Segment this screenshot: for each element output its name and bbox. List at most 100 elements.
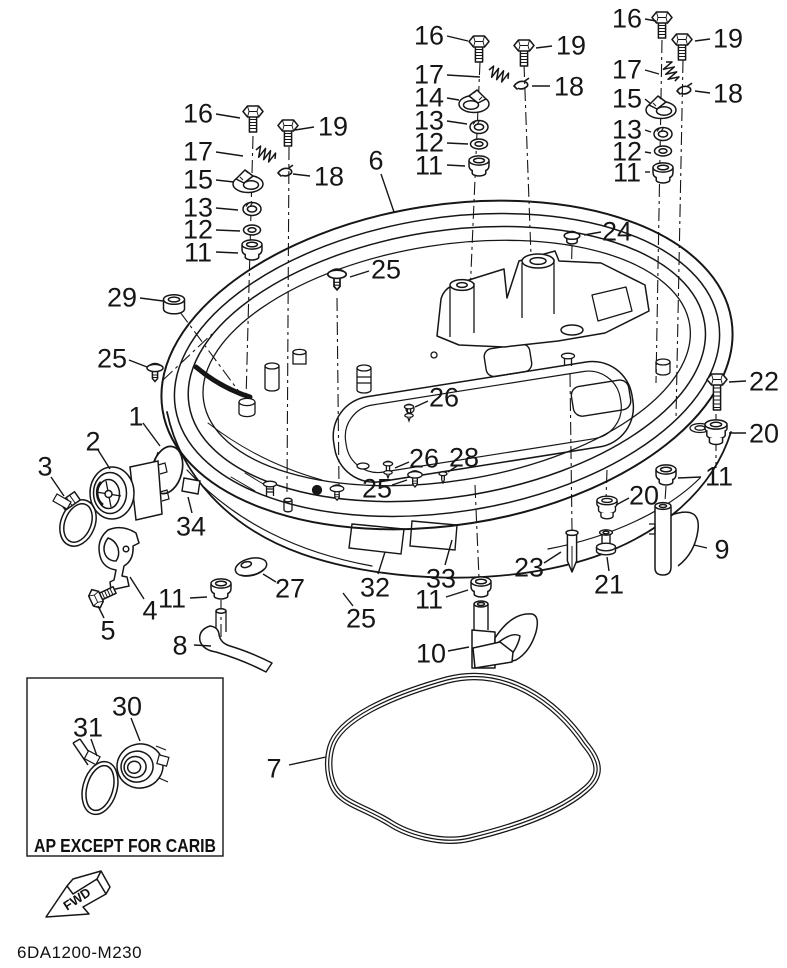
callout-23: 23 (514, 553, 544, 583)
callout-17: 17 (612, 55, 642, 85)
washer-icon (242, 224, 262, 236)
leader-line-30 (130, 717, 141, 742)
callout-10: 10 (416, 639, 446, 669)
callout-31: 31 (73, 713, 103, 743)
callout-12: 12 (414, 128, 444, 158)
callout-26: 26 (429, 383, 459, 413)
callout-16: 16 (183, 99, 213, 129)
lock-washer-icon (469, 119, 489, 135)
callout-5: 5 (100, 616, 115, 646)
leader-line-16 (644, 18, 657, 22)
callout-4: 4 (142, 596, 157, 626)
leader-line-17 (644, 69, 660, 75)
hex-bolt-icon (242, 105, 264, 133)
leader-line-23 (543, 551, 562, 564)
leader-line-28 (447, 465, 458, 473)
callout-9: 9 (714, 535, 729, 565)
hook-lever-icon (232, 169, 264, 194)
leader-line-22 (728, 380, 747, 383)
leader-line-11 (445, 589, 469, 598)
part-code: 6DA1200-M230 (17, 943, 142, 962)
leader-line-7 (288, 756, 327, 766)
callout-34: 34 (176, 512, 206, 542)
leader-line-21 (606, 556, 610, 572)
deck-bosses (238, 348, 711, 513)
callout-16: 16 (612, 4, 642, 34)
callout-19: 19 (556, 31, 586, 61)
callout-11: 11 (184, 238, 212, 268)
leader-line-25 (391, 479, 408, 486)
hex-bolt-icon (513, 39, 535, 67)
leader-line-32 (377, 551, 386, 575)
clip-icon (277, 164, 294, 177)
part-34-tab (181, 477, 201, 495)
part-31-clamp (72, 738, 119, 816)
part-3-hose-clamp (52, 490, 97, 547)
callout-11: 11 (613, 158, 641, 188)
screw-icon (326, 268, 348, 291)
leader-line-19 (535, 45, 553, 49)
leader-line-5 (97, 605, 105, 619)
hook-lever-icon (645, 95, 677, 120)
part-10-clamp-lever (471, 600, 539, 669)
callout-14: 14 (414, 83, 444, 113)
leader-line-20 (615, 497, 630, 506)
callout-15: 15 (612, 84, 642, 114)
leader-line-12 (446, 142, 469, 145)
part-9-latch-hook (649, 501, 699, 576)
leader-line-33 (444, 539, 453, 566)
grommet-icon (162, 293, 186, 315)
leader-line-26 (414, 400, 429, 408)
callout-13: 13 (612, 115, 642, 145)
leader-line-11 (215, 251, 239, 254)
callout-2: 2 (85, 427, 100, 457)
washer-icon (469, 138, 489, 150)
engine-bracket (436, 250, 650, 348)
hex-bolt-icon (468, 35, 490, 63)
part-30-sleeve (116, 743, 170, 789)
leader-line-1 (142, 422, 161, 447)
grommet-icon (210, 578, 232, 600)
callout-29: 29 (107, 283, 137, 313)
callout-11: 11 (415, 151, 443, 181)
leader-line-25 (128, 359, 148, 368)
callout-15: 15 (183, 165, 213, 195)
callout-24: 24 (602, 217, 632, 247)
grommet-icon (652, 162, 674, 184)
leader-line-29 (139, 297, 164, 302)
hex-bolt-icon (706, 373, 728, 411)
callout-13: 13 (414, 106, 444, 136)
leader-line-14 (446, 97, 460, 101)
hex-bolt-icon (651, 11, 673, 39)
part-4-bracket (98, 526, 140, 591)
clip-icon (513, 77, 530, 90)
callout-11: 11 (415, 585, 443, 615)
inset-box (26, 677, 224, 857)
callout-12: 12 (612, 137, 642, 167)
leader-line-9 (693, 544, 708, 549)
leader-line-15 (644, 98, 652, 105)
callout-18: 18 (713, 79, 743, 109)
clip-icon (676, 82, 693, 95)
callout-11: 11 (158, 584, 186, 614)
part-27-plug (234, 557, 268, 577)
callout-7: 7 (266, 754, 281, 784)
callout-19: 19 (318, 112, 348, 142)
leader-line-13 (215, 207, 239, 211)
callout-19: 19 (713, 24, 743, 54)
leader-line-18 (694, 90, 711, 94)
callout-3: 3 (37, 452, 52, 482)
callout-32: 32 (360, 573, 390, 603)
leader-line-11 (677, 476, 702, 479)
bushing-icon (595, 529, 617, 556)
leader-line-15 (215, 179, 235, 183)
leader-line-12 (644, 151, 652, 154)
screw-icon (146, 362, 164, 383)
leader-line-11 (189, 596, 208, 599)
hex-bolt-icon (277, 119, 299, 147)
leader-line-12 (215, 229, 241, 232)
leader-line-6 (380, 173, 395, 213)
callout-25: 25 (346, 604, 376, 634)
